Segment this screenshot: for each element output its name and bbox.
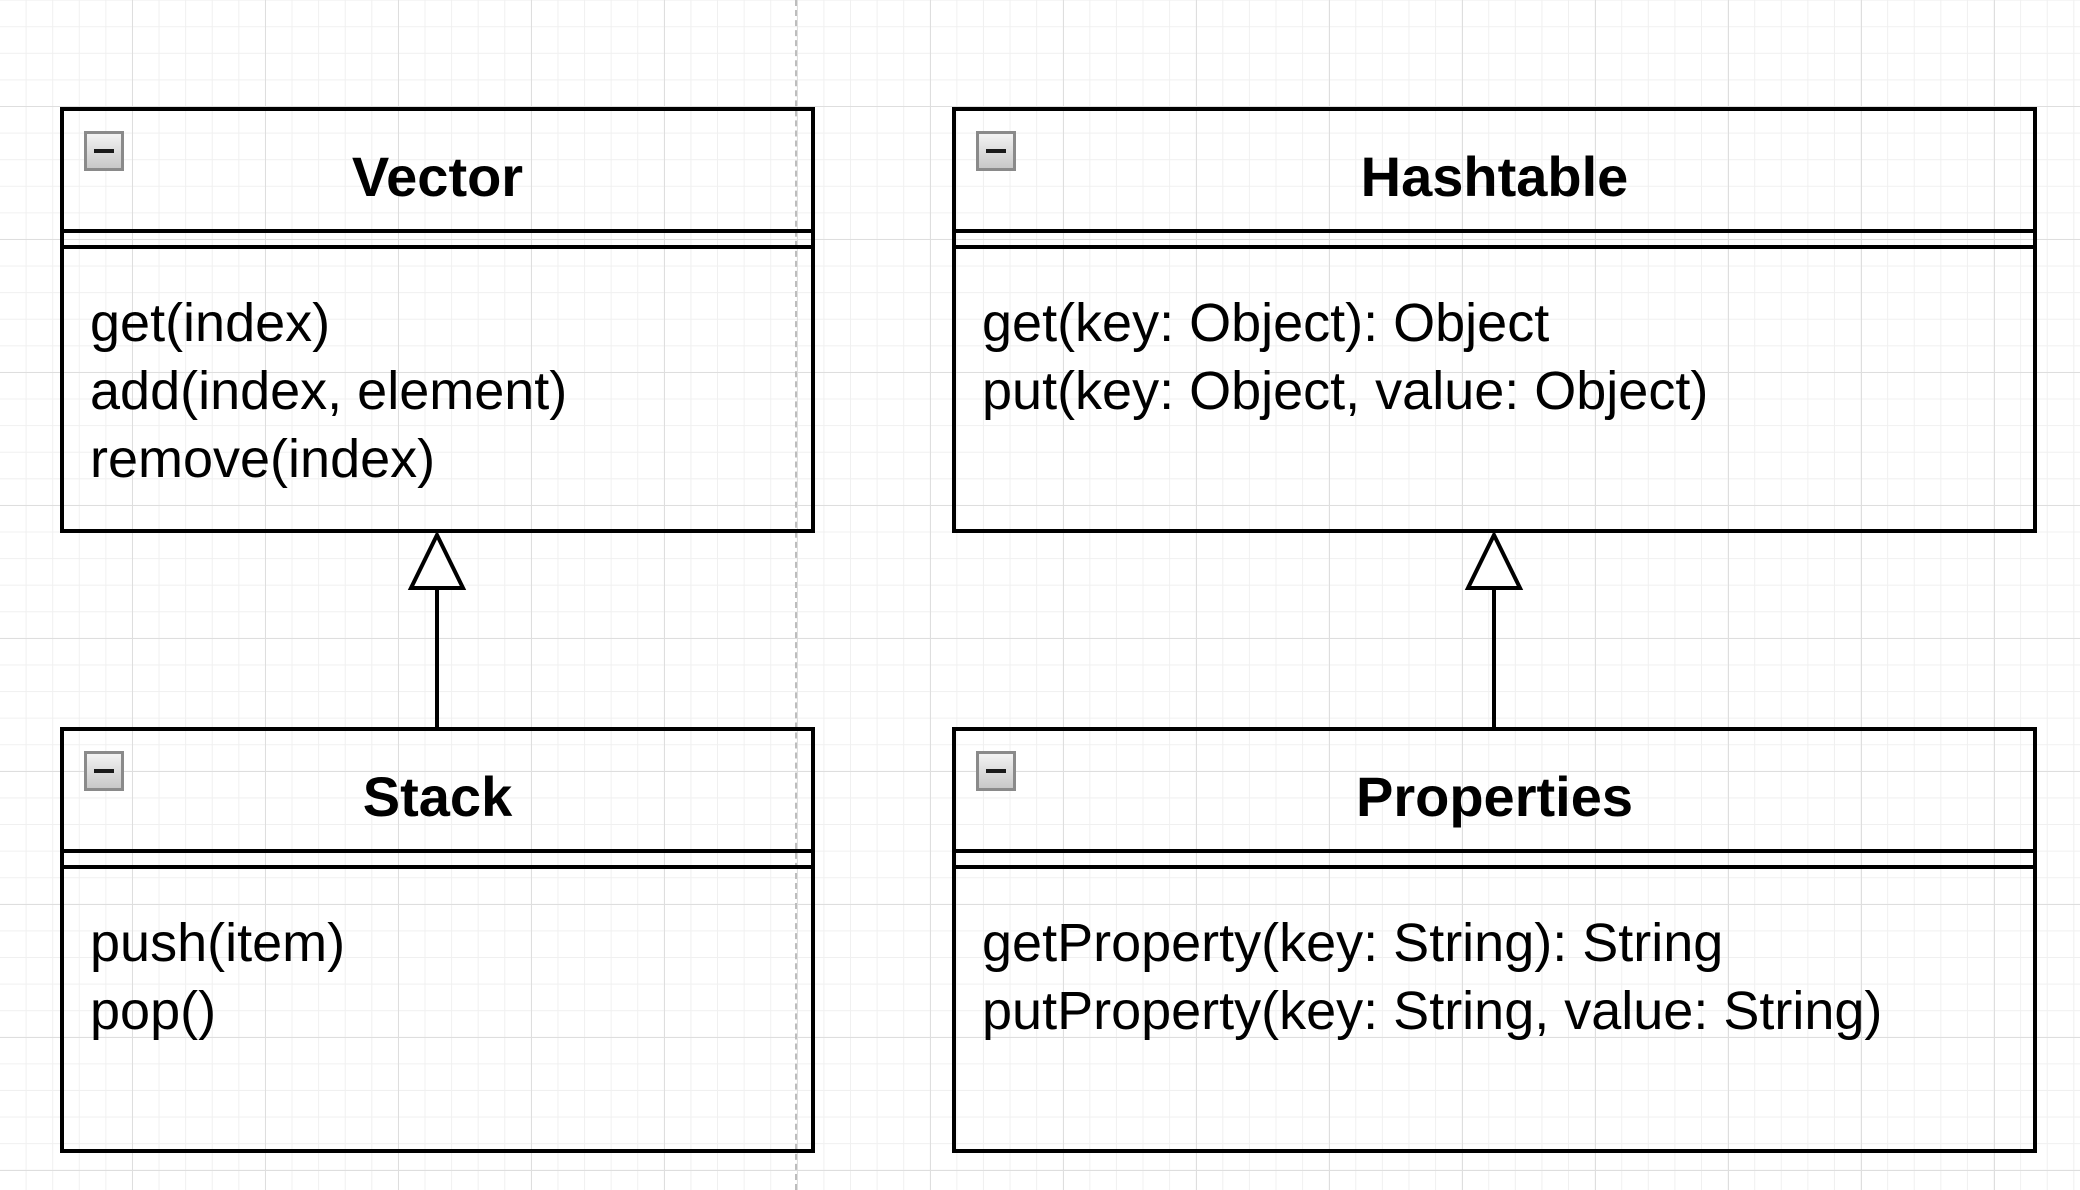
class-hashtable[interactable]: Hashtable get(key: Object): Object put(k… xyxy=(952,107,2037,533)
attribute-section xyxy=(64,233,811,249)
collapse-icon[interactable] xyxy=(84,131,124,171)
generalization-arrowhead xyxy=(407,530,467,590)
generalization-arrowhead xyxy=(1464,530,1524,590)
class-header[interactable]: Vector xyxy=(64,111,811,233)
method: putProperty(key: String, value: String) xyxy=(982,981,1883,1041)
class-stack[interactable]: Stack push(item) pop() xyxy=(60,727,815,1153)
inheritance-stack-vector[interactable] xyxy=(407,530,467,727)
method: get(index) xyxy=(90,293,331,353)
attribute-section xyxy=(956,233,2033,249)
method: get(key: Object): Object xyxy=(982,293,1550,353)
method: add(index, element) xyxy=(90,361,568,421)
class-header[interactable]: Properties xyxy=(956,731,2033,853)
class-name: Properties xyxy=(1356,764,1633,828)
method: getProperty(key: String): String xyxy=(982,913,1724,973)
attribute-section xyxy=(64,853,811,869)
class-properties[interactable]: Properties getProperty(key: String): Str… xyxy=(952,727,2037,1153)
method-list: push(item) pop() xyxy=(64,869,811,1045)
method-list: get(key: Object): Object put(key: Object… xyxy=(956,249,2033,425)
attribute-section xyxy=(956,853,2033,869)
method: push(item) xyxy=(90,913,346,973)
collapse-icon[interactable] xyxy=(976,131,1016,171)
method: pop() xyxy=(90,981,217,1041)
class-name: Stack xyxy=(362,764,513,828)
class-header[interactable]: Stack xyxy=(64,731,811,853)
collapse-icon[interactable] xyxy=(84,751,124,791)
class-header[interactable]: Hashtable xyxy=(956,111,2033,233)
collapse-icon[interactable] xyxy=(976,751,1016,791)
page-break-guide xyxy=(795,0,797,1190)
class-name: Vector xyxy=(351,144,524,208)
method: put(key: Object, value: Object) xyxy=(982,361,1709,421)
method: remove(index) xyxy=(90,429,436,489)
method-list: getProperty(key: String): String putProp… xyxy=(956,869,2033,1045)
method-list: get(index) add(index, element) remove(in… xyxy=(64,249,811,493)
class-name: Hashtable xyxy=(1360,144,1629,208)
class-vector[interactable]: Vector get(index) add(index, element) re… xyxy=(60,107,815,533)
inheritance-properties-hashtable[interactable] xyxy=(1464,530,1524,727)
